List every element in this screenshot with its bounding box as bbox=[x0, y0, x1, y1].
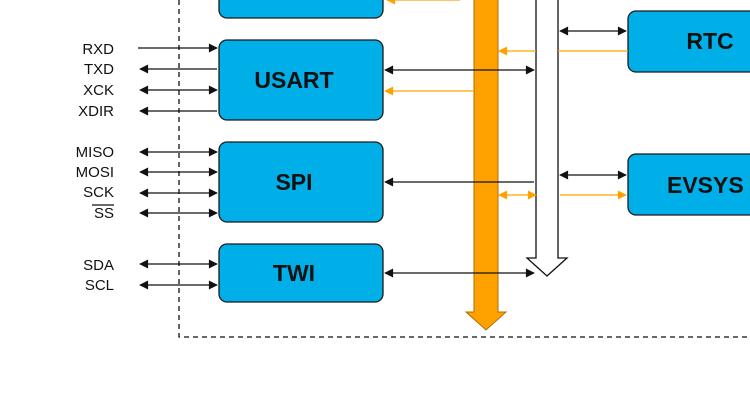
data-bus bbox=[464, 0, 508, 331]
spi-signal-label: SCK bbox=[83, 184, 114, 201]
usart-block bbox=[218, 39, 384, 121]
top-peripheral-block bbox=[218, 0, 384, 19]
spi-signal-label: MISO bbox=[76, 144, 114, 161]
twi-signal-label: SCL bbox=[85, 277, 114, 294]
rtc-label: RTC bbox=[686, 28, 733, 54]
usart-signal-label: TXD bbox=[84, 61, 114, 78]
spi-signal-label: SS bbox=[94, 205, 114, 222]
twi-signal-label: SDA bbox=[83, 257, 114, 274]
spi-signal-label: MOSI bbox=[76, 164, 114, 181]
usart-signal-label: RXD bbox=[82, 41, 114, 58]
evsys-block bbox=[627, 153, 750, 216]
twi-label: TWI bbox=[273, 260, 315, 286]
spi-label: SPI bbox=[275, 169, 312, 195]
address-bus bbox=[525, 0, 569, 277]
evsys-label: EVSYS bbox=[667, 172, 744, 198]
spi-block bbox=[218, 141, 384, 223]
rtc-block bbox=[627, 10, 750, 73]
usart-signal-label: XDIR bbox=[78, 103, 114, 120]
device-boundary bbox=[178, 0, 750, 338]
usart-label: USART bbox=[254, 67, 333, 93]
usart-signal-label: XCK bbox=[83, 82, 114, 99]
twi-block bbox=[218, 243, 384, 303]
